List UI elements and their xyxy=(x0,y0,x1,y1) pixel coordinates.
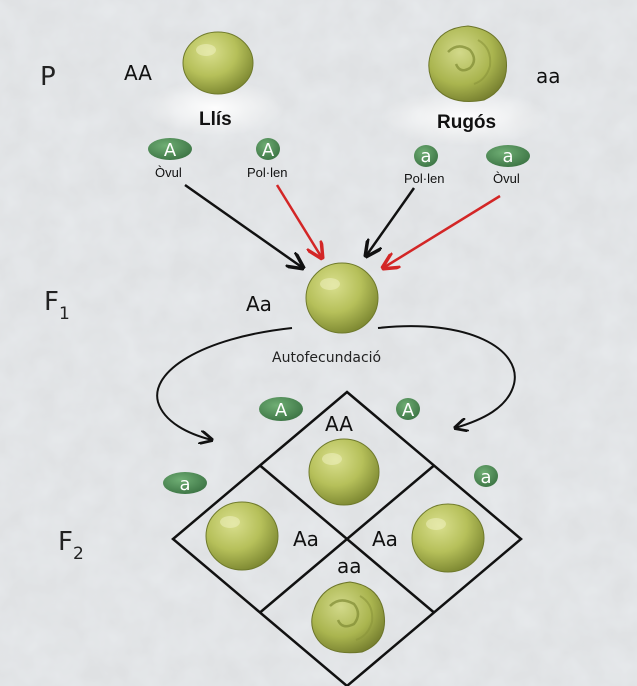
arrow-ovule-right xyxy=(383,194,501,268)
pollen-oval-left xyxy=(256,138,280,160)
f2-gamete-right: a xyxy=(480,467,491,488)
ovule-label-left: Òvul xyxy=(155,165,182,180)
parent-right-genotype: aa xyxy=(536,64,561,88)
selfing-caption: Autofecundació xyxy=(272,350,382,366)
pollen-allele-left: A xyxy=(262,140,275,161)
pea-f2-left xyxy=(205,501,279,571)
f2-gamete-top-left: A xyxy=(275,400,288,421)
pollen-allele-right: a xyxy=(420,146,431,167)
generation-label-f2: F2 xyxy=(58,527,84,564)
f2-cell-right: Aa xyxy=(372,527,398,551)
label-halo-right xyxy=(380,90,550,146)
ovule-allele-left: A xyxy=(164,140,177,161)
pea-f2-bottom-wrinkled xyxy=(311,581,386,654)
f2-cell-bottom: aa xyxy=(337,554,362,578)
f1-letter: F xyxy=(44,287,59,317)
arrow-pollen-right xyxy=(366,187,416,256)
parent-left-name: Llís xyxy=(199,109,232,130)
f1-genotype: Aa xyxy=(246,292,272,316)
ovule-oval-right xyxy=(486,145,530,167)
f2-gamete-oval-right xyxy=(474,465,498,487)
pollen-label-right: Pol·len xyxy=(404,171,445,186)
generation-label-f1: F1 xyxy=(44,287,70,324)
f2-subscript: 2 xyxy=(72,544,84,564)
f2-gamete-top-right: A xyxy=(402,400,415,421)
f2-cell-left: Aa xyxy=(293,527,319,551)
parent-right-name: Rugós xyxy=(437,112,497,133)
punnett-grid xyxy=(171,390,523,686)
parent-left-genotype: AA xyxy=(124,61,152,85)
selfing-arrow-left xyxy=(156,327,293,440)
ovule-label-right: Òvul xyxy=(493,171,520,186)
label-halo-left xyxy=(145,80,285,136)
f1-subscript: 1 xyxy=(58,304,70,324)
ovule-oval-left xyxy=(148,138,192,160)
pea-f2-top xyxy=(308,438,380,506)
pea-smooth-parent xyxy=(182,31,254,95)
generation-label-p: P xyxy=(40,62,56,92)
pea-wrinkled-parent xyxy=(428,25,508,102)
arrow-ovule-left xyxy=(184,183,303,268)
f2-letter: F xyxy=(58,527,73,557)
pollen-label-left: Pol·len xyxy=(247,165,288,180)
f2-cell-top: AA xyxy=(325,412,353,436)
f2-gamete-oval-top-left xyxy=(259,397,303,421)
ovule-allele-right: a xyxy=(502,146,513,167)
pea-f1 xyxy=(305,262,379,334)
f2-gamete-left: a xyxy=(179,474,190,495)
f2-gamete-oval-left xyxy=(163,472,207,494)
f2-gamete-oval-top-right xyxy=(396,398,420,420)
pea-f2-right xyxy=(411,503,485,573)
arrow-pollen-left xyxy=(275,184,322,258)
selfing-arrow-right xyxy=(377,325,516,428)
pollen-oval-right xyxy=(414,145,438,167)
